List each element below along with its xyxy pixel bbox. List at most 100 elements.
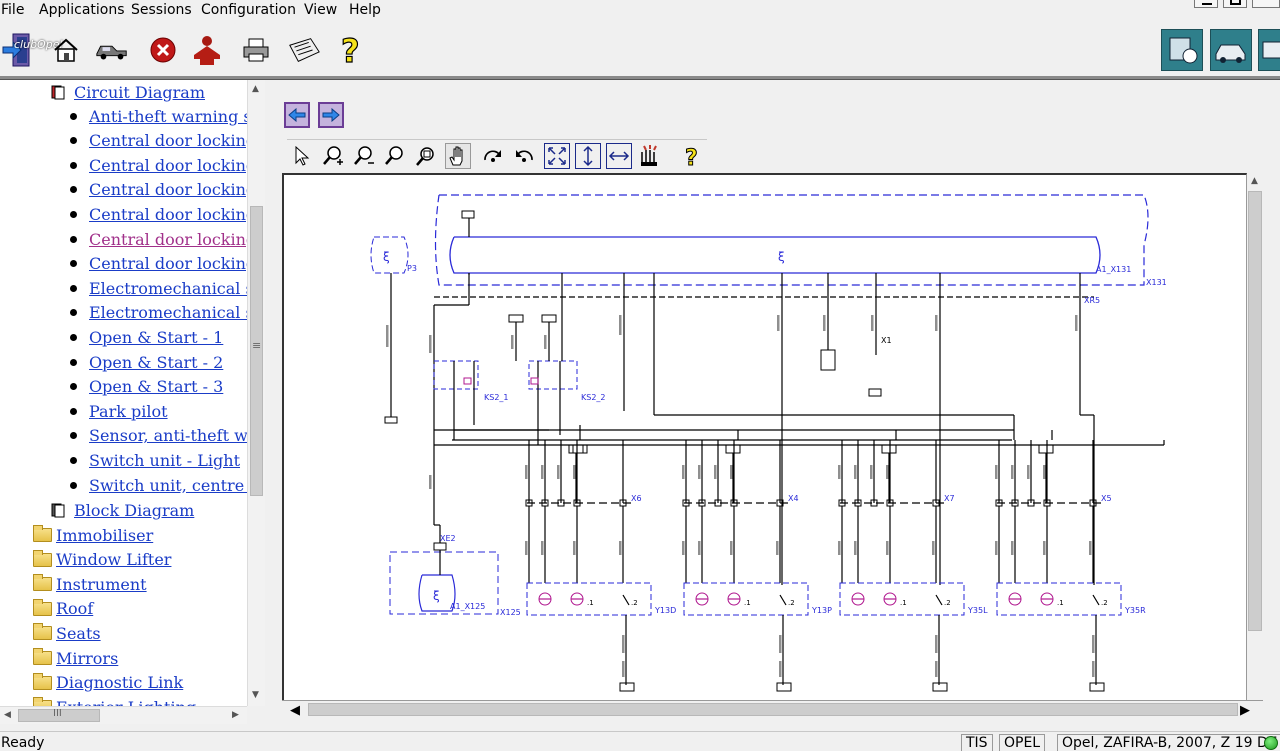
tree-item-circuit[interactable]: Central door locking ( <box>70 227 265 251</box>
forward-button[interactable] <box>318 102 344 128</box>
tree-label: Central door locking ( <box>89 254 265 274</box>
menu-applications[interactable]: Applications <box>39 2 125 18</box>
menu-sessions[interactable]: Sessions <box>131 2 192 18</box>
help-icon[interactable]: ? <box>334 30 370 70</box>
close-button[interactable] <box>1252 0 1280 8</box>
label-a1x131: A1_X131 <box>1096 265 1131 274</box>
scroll-up-icon[interactable]: ▲ <box>1251 176 1258 186</box>
menu-view[interactable]: View <box>304 2 338 18</box>
wire-code <box>870 465 873 479</box>
vehicle-icon[interactable] <box>94 30 130 70</box>
scroll-right-icon[interactable]: ▶ <box>1240 703 1250 718</box>
zoom-icon[interactable] <box>382 143 408 169</box>
scroll-thumb[interactable]: ≡ <box>250 206 263 496</box>
tree-item-circuit[interactable]: Central door locking ( <box>70 153 265 177</box>
tree-horizontal-scrollbar[interactable]: ◀ III ▶ <box>0 706 247 724</box>
rotate-cw-icon[interactable] <box>480 143 506 169</box>
fit-height-icon[interactable] <box>575 143 601 169</box>
minimize-button[interactable] <box>1194 0 1218 8</box>
tree-label: Central door locking ( <box>89 229 265 249</box>
tree-item-circuit[interactable]: Electromechanical ste <box>70 301 265 325</box>
tree-vertical-scrollbar[interactable]: ▲ ≡ ▼ <box>247 80 265 706</box>
tree-folder[interactable]: Mirrors <box>33 646 118 670</box>
diagnostic-tool-icon[interactable] <box>1161 29 1203 71</box>
tree-item-circuit[interactable]: Open & Start - 1 <box>70 325 223 349</box>
tree-item-circuit[interactable]: Central door locking ( <box>70 252 265 276</box>
maximize-button[interactable] <box>1223 0 1247 8</box>
wire-code <box>429 475 432 489</box>
tree-folder[interactable]: Instrument <box>33 572 147 596</box>
tree-block-diagram[interactable]: Block Diagram <box>50 498 194 522</box>
scroll-thumb[interactable] <box>308 703 1238 716</box>
bullet-icon <box>70 284 77 292</box>
tree-item-circuit[interactable]: Central door locking ( <box>70 178 265 202</box>
notes-icon[interactable] <box>286 30 322 70</box>
tree-item-circuit[interactable]: Open & Start - 3 <box>70 375 223 399</box>
connector-box <box>433 360 479 390</box>
tree-folder[interactable]: Exterior Lighting <box>33 695 196 706</box>
select-arrow-icon[interactable] <box>289 143 315 169</box>
rotate-ccw-icon[interactable] <box>511 143 537 169</box>
stop-icon[interactable] <box>145 30 181 70</box>
tree-item-circuit[interactable]: Central door locking ( <box>70 129 265 153</box>
scroll-up-icon[interactable]: ▲ <box>252 84 259 94</box>
menu-bar: File Applications Sessions Configuration… <box>0 0 1280 22</box>
menu-configuration[interactable]: Configuration <box>201 2 296 18</box>
tree-item-circuit[interactable]: Anti-theft warning sys <box>70 104 265 128</box>
scroll-right-icon[interactable]: ▶ <box>232 710 239 720</box>
menu-help[interactable]: Help <box>349 2 381 18</box>
highlight-icon[interactable] <box>637 143 663 169</box>
tree-item-circuit[interactable]: Electromechanical ste <box>70 276 265 300</box>
print-icon[interactable] <box>238 30 274 70</box>
toolbar-separator <box>0 76 1280 80</box>
fit-width-icon[interactable] <box>606 143 632 169</box>
scroll-left-icon[interactable]: ◀ <box>290 703 300 718</box>
scroll-down-icon[interactable]: ▼ <box>252 690 259 700</box>
connector-box <box>881 444 897 454</box>
label-x125: X125 <box>500 608 521 617</box>
tree-folder[interactable]: Roof <box>33 597 93 621</box>
tree-item-circuit[interactable]: Switch unit - Light <box>70 448 240 472</box>
scroll-thumb[interactable]: III <box>18 708 100 722</box>
zoom-out-icon[interactable] <box>351 143 377 169</box>
pan-hand-icon[interactable] <box>445 143 471 169</box>
tree-folder[interactable]: Seats <box>33 621 101 645</box>
tree-label: Mirrors <box>56 648 119 668</box>
zoom-in-icon[interactable] <box>320 143 346 169</box>
scroll-thumb[interactable] <box>1248 191 1262 631</box>
car-icon[interactable] <box>1258 29 1280 71</box>
relay-coil <box>530 377 539 385</box>
tree-item-circuit[interactable]: Open & Start - 2 <box>70 350 223 374</box>
tree-item-circuit[interactable]: Central door locking ( <box>70 202 265 226</box>
user-icon[interactable] <box>189 30 225 70</box>
tree-circuit-diagram[interactable]: Circuit Diagram <box>50 80 205 104</box>
car-service-icon[interactable] <box>1210 29 1252 71</box>
home-icon[interactable] <box>48 30 84 70</box>
wire-code <box>886 541 889 555</box>
exit-icon[interactable] <box>0 30 36 70</box>
scroll-left-icon[interactable]: ◀ <box>4 710 11 720</box>
wire <box>622 594 630 606</box>
tree-item-circuit[interactable]: Switch unit, centre co <box>70 473 265 497</box>
back-button[interactable] <box>284 102 310 128</box>
help-icon[interactable]: ? <box>679 143 705 169</box>
menu-file[interactable]: File <box>1 2 25 18</box>
tree-folder[interactable]: Immobiliser <box>33 523 153 547</box>
wire <box>1092 594 1100 606</box>
status-vehicle: Opel, ZAFIRA-B, 2007, Z 19 DT <box>1057 734 1280 751</box>
fit-all-icon[interactable] <box>544 143 570 169</box>
zoom-window-icon[interactable] <box>413 143 439 169</box>
tree-folder[interactable]: Diagnostic Link <box>33 671 183 695</box>
tree-label: Central door locking ( <box>89 155 265 175</box>
wire-code <box>854 541 857 555</box>
tree-folder[interactable]: Window Lifter <box>33 548 171 572</box>
diagram-horizontal-scrollbar[interactable]: ◀ ▶ <box>282 700 1263 718</box>
tree-item-circuit[interactable]: Sensor, anti-theft war <box>70 424 265 448</box>
tree-item-circuit[interactable]: Park pilot <box>70 399 168 423</box>
wire-code <box>823 315 826 331</box>
label-c2: .2 <box>1101 599 1108 607</box>
folder-icon <box>33 574 52 592</box>
diagram-vertical-scrollbar[interactable]: ▲ <box>1247 173 1263 704</box>
